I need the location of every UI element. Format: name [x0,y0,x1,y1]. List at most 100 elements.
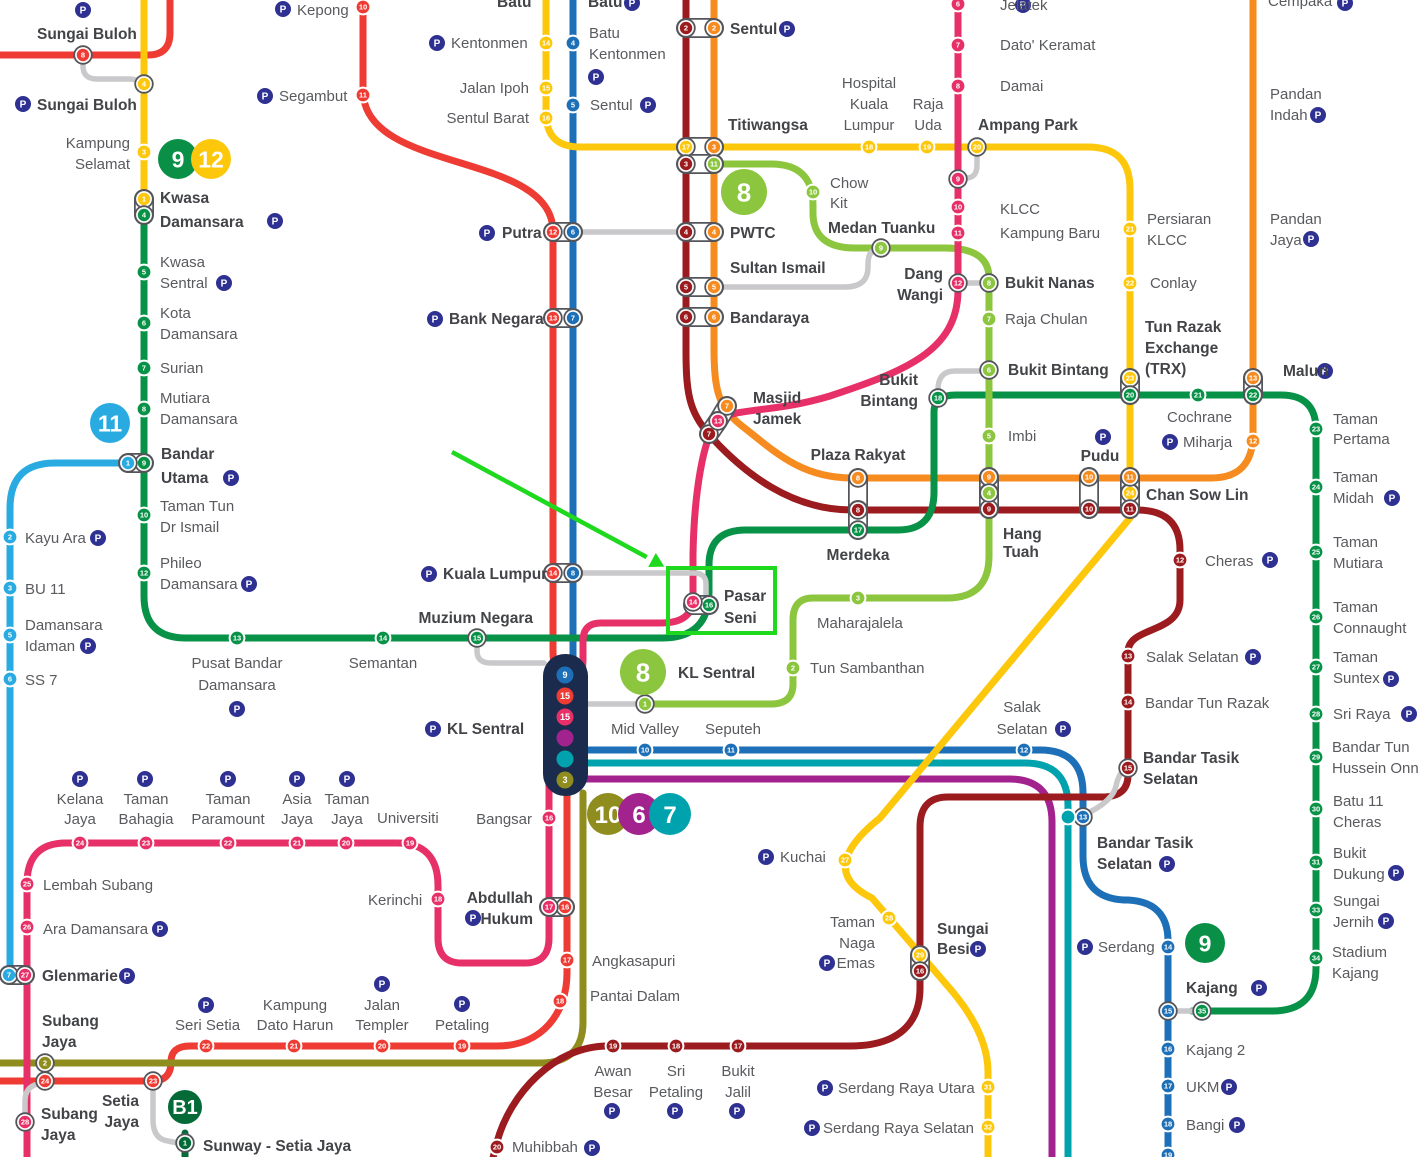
parking-icon [198,997,214,1013]
station-label: Seri Setia [175,1017,241,1034]
station-label: Batu 11 [1333,793,1384,810]
station-label: Cochrane [1167,409,1232,426]
station-bullet [679,310,693,324]
station-label: Awan [594,1063,631,1080]
station-label: SS 7 [25,672,58,689]
transit-line-red [0,0,174,59]
parking-icon [220,771,236,787]
station-label: Uda [914,117,942,134]
station-label: Cheras [1333,814,1381,831]
parking-icon [72,771,88,787]
station-label: KLCC [1000,201,1040,218]
station-label: Serdang [1098,939,1155,956]
station-label: Phileo [160,555,202,572]
station-bullet [18,968,32,982]
station-label: Kuchai [780,849,826,866]
station-label: Hang [1003,526,1042,543]
station-number: 14 [1124,698,1133,707]
station-label: Kerinchi [368,892,422,909]
station-label: Sunway - Setia Jaya [203,1138,352,1155]
station-label: Tun Razak [1145,319,1222,336]
station-number: 10 [1085,505,1093,514]
station-label: Damai [1000,78,1043,95]
station-label: Suntex [1333,670,1380,687]
parking-icon [1383,671,1399,687]
station-label: Sultan Ismail [730,260,826,277]
station-bullet [1121,761,1135,775]
station-bullet [1121,274,1139,292]
station-label: Tuah [1003,544,1039,561]
station-number: 28 [21,1118,29,1127]
parking-icon-letter: P [1406,710,1413,721]
station-number: 13 [549,314,557,323]
station-label: Kentonmen [589,46,666,63]
parking-icon-letter: P [824,959,831,970]
station-number: 27 [21,971,29,980]
parking-icon [1229,1117,1245,1133]
station-label: Kota [160,305,192,322]
station-label: Persiaran [1147,211,1211,228]
station-label: Besar [593,1084,632,1101]
station-number: 3 [8,584,12,593]
hub-line-number: 9 [562,670,567,680]
parking-icon-letter: P [379,980,386,991]
station-label: Sentul [730,21,777,38]
station-label: Ara Damansara [43,921,149,938]
station-number: 12 [1020,746,1028,755]
station-label: Batu [588,0,622,11]
station-number: 6 [712,313,716,322]
station-bullet [849,589,867,607]
station-bullet [354,0,372,16]
hub-line-dot [556,750,574,768]
transit-line-orange [710,0,1257,482]
station-bullet [1244,432,1262,450]
parking-icon [429,35,445,51]
line-badge [1185,923,1225,963]
station-number: 10 [809,188,817,197]
station-label: Taman Tun [160,498,234,515]
station-bullet [373,1037,391,1055]
station-label: Plaza Rakyat [811,447,906,464]
parking-icon-letter: P [234,705,241,716]
station-number: 3 [712,143,716,152]
interchange-connector [963,152,980,181]
parking-icon-letter: P [1383,917,1390,928]
parking-icon [229,701,245,717]
parking-icon-letter: P [470,914,477,925]
parking-icon-letter: P [1342,0,1349,10]
station-number: 34 [1312,954,1321,963]
parking-icon [1310,107,1326,123]
station-bullet [374,629,392,647]
station-number: 24 [1126,489,1135,498]
station-bullet [711,414,725,428]
station-bullet [1307,478,1325,496]
station-label: Petaling [435,1017,489,1034]
station-number: 14 [1164,943,1173,952]
transit-line-lightblue [6,459,140,979]
station-bullet [979,1118,997,1136]
station-label: Indah [1270,107,1308,124]
parking-icon-letter: P [1226,1083,1233,1094]
station-number: 20 [1126,391,1134,400]
line-badge [191,139,231,179]
station-label: Hukum [480,911,533,928]
station-bullet [1171,551,1189,569]
station-number: 26 [23,923,31,932]
station-number: 1 [183,1139,187,1148]
station-number: 6 [684,313,688,322]
station-number: 7 [7,971,11,980]
station-number: 31 [984,1083,992,1092]
station-bullet [18,875,36,893]
station-bullet [354,86,372,104]
parking-icon-letter: P [809,1124,816,1135]
station-label: Ampang Park [978,117,1078,134]
station-bullet [949,77,967,95]
station-number: 4 [571,39,576,48]
station-number: 18 [556,997,564,1006]
station-bullet [874,241,888,255]
parking-icon-letter: P [609,1107,616,1118]
station-bullet [702,598,716,612]
station-bullet [1082,502,1096,516]
station-number: 2 [684,24,688,33]
